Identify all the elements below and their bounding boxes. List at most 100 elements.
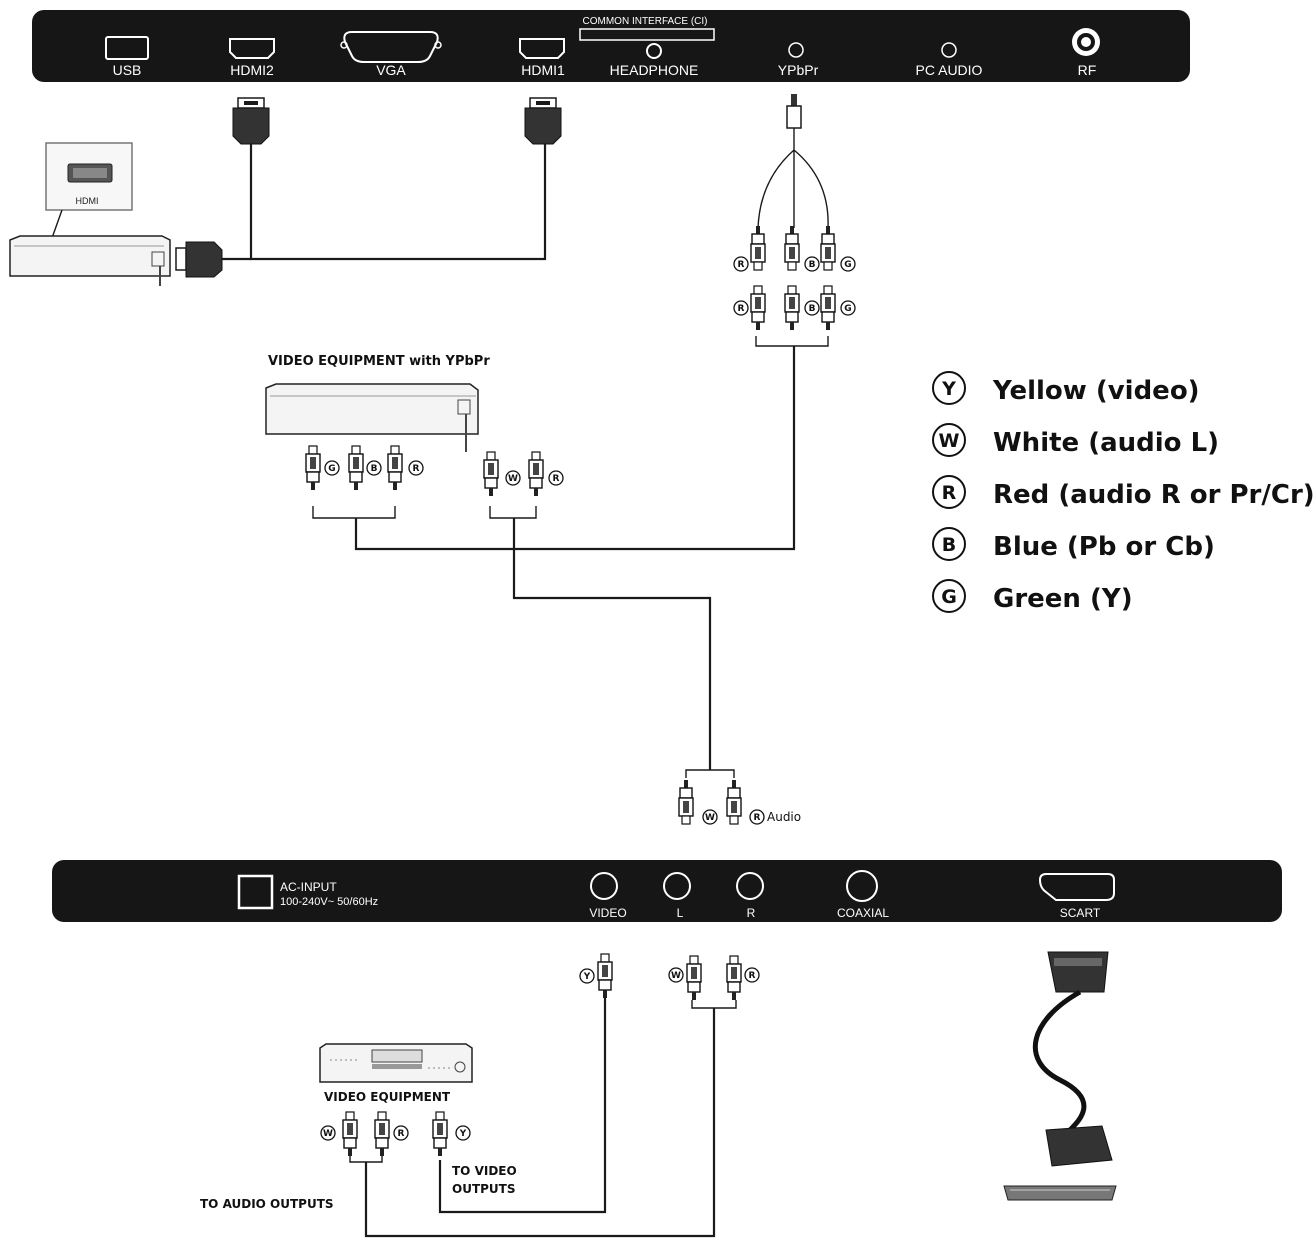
video-equipment-plug-w [342, 1111, 358, 1156]
equipment-badge-g: G [324, 460, 340, 476]
hdmi2-plug-icon [232, 97, 270, 145]
ypbpr-upper-badge-g: G [840, 256, 856, 272]
video-equipment-badge-r: R [393, 1125, 409, 1141]
ypbpr-lower-badge-b-letter: B [809, 304, 816, 314]
audio-plug-badge-r-letter: R [754, 813, 761, 823]
equipment-badge-r-letter: R [413, 464, 420, 474]
video-jack-icon [590, 872, 618, 900]
scart-cable [1003, 951, 1117, 1201]
color-legend: Y Yellow (video) W White (audio L) R Red… [932, 371, 1314, 614]
audio-plug-badge-r: R [749, 809, 765, 825]
legend-letter-g: G [941, 586, 957, 608]
video-equipment-badge-y-letter: Y [459, 1129, 467, 1139]
video-out-badge-y-letter: Y [583, 972, 591, 982]
ypbpr-cable [757, 94, 829, 229]
equipment-badge-b-letter: B [371, 464, 378, 474]
audio-l-jack-icon [663, 872, 691, 900]
top-panel-body [32, 10, 1190, 82]
legend-item-b: B Blue (Pb or Cb) [932, 527, 1215, 562]
scart-socket-icon [1038, 873, 1115, 901]
equipment-badge-b: B [366, 460, 382, 476]
legend-badge-y [932, 371, 966, 405]
to-video-outputs-line2: OUTPUTS [452, 1182, 516, 1196]
ci-slot-icon [579, 28, 715, 41]
equipment-badge-g-letter: G [328, 464, 335, 474]
scart-socket-label: SCART [1060, 906, 1101, 920]
video-equipment-device-icon [319, 1043, 473, 1083]
audio-out-plug-w [686, 955, 702, 1000]
vga-screw-right-icon [434, 41, 442, 49]
audio-output-wire [364, 1008, 716, 1238]
audio-plug-r [726, 780, 742, 825]
ypbpr-equipment: VIDEO EQUIPMENT with YPbPr [265, 354, 490, 452]
video-equipment: VIDEO EQUIPMENT [319, 1043, 473, 1104]
legend-item-r: R Red (audio R or Pr/Cr) [932, 475, 1314, 510]
hdmi-source-device: HDMI [9, 142, 171, 286]
audio-plug-badge-w: W [702, 809, 718, 825]
legend-text-b: Blue (Pb or Cb) [993, 532, 1215, 562]
equipment-audio-plug-r [528, 451, 544, 496]
video-output-wire [438, 982, 607, 1214]
legend-letter-y: Y [941, 378, 956, 400]
video-out-plug-y [597, 953, 613, 998]
ci-slot-label: COMMON INTERFACE (CI) [583, 16, 708, 27]
hdmi1-port-icon [519, 38, 565, 59]
audio-plug-w [678, 780, 694, 825]
ypbpr-lower-badge-g-letter: G [844, 304, 851, 314]
hdmi-device-plug-icon [175, 241, 223, 278]
audio-r-jack-label: R [747, 906, 756, 920]
headphone-jack-icon [646, 43, 662, 59]
ypbpr-jack-icon [788, 42, 804, 58]
audio-out-badge-w: W [668, 967, 684, 983]
hdmi-source-device-icon [9, 235, 171, 277]
equipment-component-plug-r [387, 445, 403, 490]
legend-item-g: G Green (Y) [932, 579, 1133, 614]
rca-plugs [305, 226, 836, 1156]
to-audio-outputs-caption: TO AUDIO OUTPUTS [200, 1197, 334, 1211]
audio-r-jack-icon [736, 872, 764, 900]
hdmi2-port-icon [229, 38, 275, 59]
bottom-panel-body [52, 860, 1282, 922]
ypbpr-upper-plug-b [784, 226, 800, 271]
legend-letter-w: W [939, 430, 960, 452]
rf-connector-label: RF [1078, 62, 1097, 78]
ypbpr-lower-badge-g: G [840, 300, 856, 316]
coaxial-jack-label: COAXIAL [837, 906, 889, 920]
video-jack-label: VIDEO [589, 906, 626, 920]
audio-out-badge-r: R [744, 967, 760, 983]
pc-audio-jack-label: PC AUDIO [916, 62, 983, 78]
vga-port-icon [343, 31, 439, 63]
ac-input-socket-icon [237, 874, 274, 910]
ypbpr-component-wire [354, 346, 796, 551]
legend-text-r: Red (audio R or Pr/Cr) [993, 480, 1314, 510]
equipment-audio-badge-w-letter: W [508, 474, 518, 484]
ypbpr-upper-plug-r [750, 226, 766, 271]
ypbpr-plug-icon [786, 105, 802, 129]
scart-device-icon [1003, 1185, 1117, 1201]
ypbpr-lower-badge-b: B [804, 300, 820, 316]
ypbpr-lower-plug-r [750, 285, 766, 330]
legend-badge-w [932, 423, 966, 457]
ac-input-rating: 100-240V~ 50/60Hz [280, 896, 378, 908]
audio-plug-caption: Audio [767, 810, 801, 824]
audio-out-badge-w-letter: W [671, 971, 681, 981]
video-out-badge-y: Y [579, 968, 595, 984]
legend-text-g: Green (Y) [993, 584, 1133, 614]
legend-letter-b: B [942, 534, 956, 556]
bottom-panel: AC-INPUT 100-240V~ 50/60Hz VIDEO L R COA… [52, 860, 1282, 922]
ypbpr-upper-badge-b: B [804, 256, 820, 272]
audio-out-plug-r [726, 955, 742, 1000]
ypbpr-equipment-caption: VIDEO EQUIPMENT with YPbPr [268, 354, 490, 369]
ypbpr-lower-plug-b [784, 285, 800, 330]
audio-out-badge-r-letter: R [749, 971, 756, 981]
ac-input-label: AC-INPUT [280, 880, 337, 894]
audio-wire [512, 518, 712, 770]
coaxial-jack-icon [846, 870, 878, 902]
ypbpr-lower-badge-r: R [733, 300, 749, 316]
vga-port-label: VGA [376, 62, 406, 78]
ypbpr-lower-badge-r-letter: R [738, 304, 745, 314]
ypbpr-lower-plug-g [820, 285, 836, 330]
ypbpr-upper-plug-g [820, 226, 836, 271]
hdmi2-port-label: HDMI2 [230, 62, 274, 78]
usb-port-label: USB [113, 62, 142, 78]
